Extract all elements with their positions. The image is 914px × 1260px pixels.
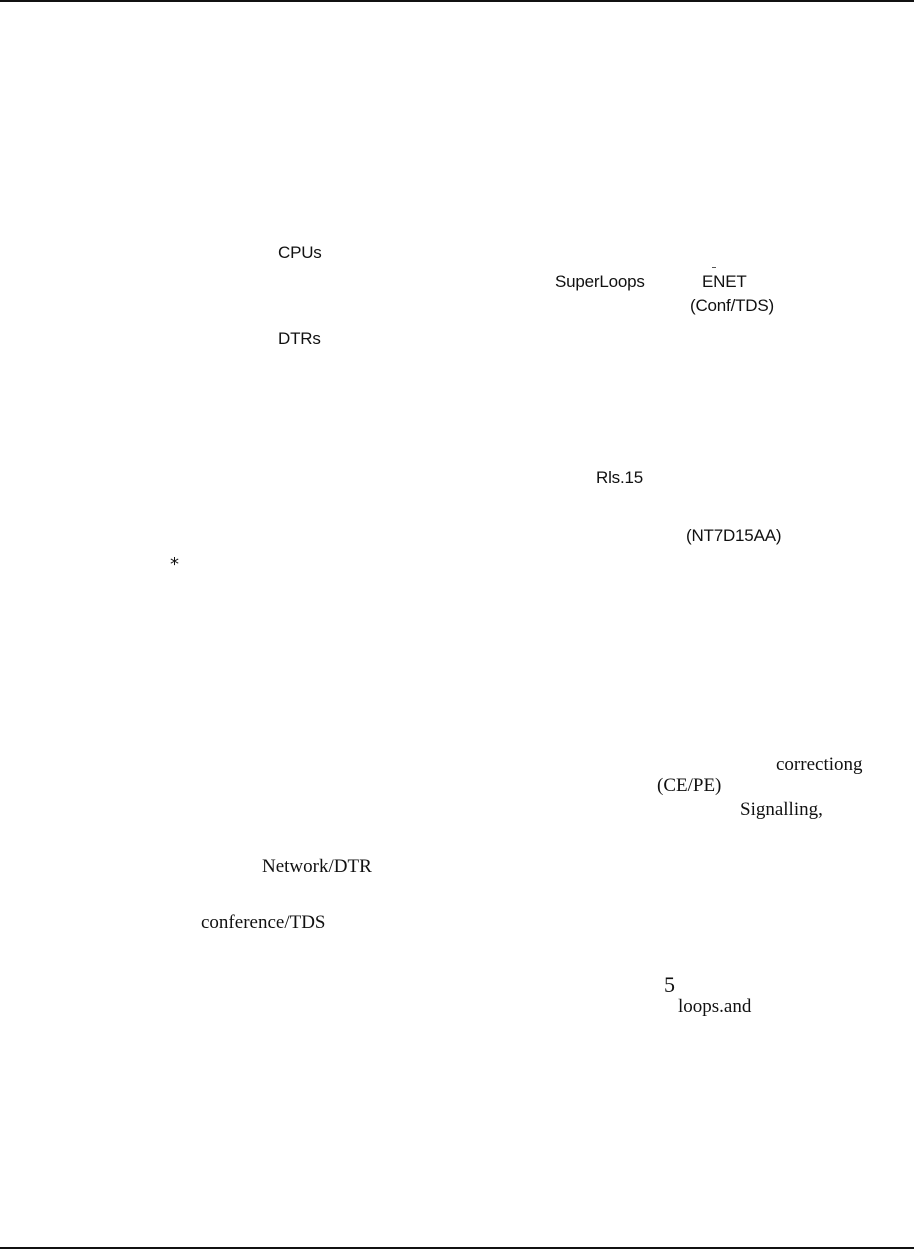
text-enet: ENET — [702, 272, 747, 291]
text-network-dtr: Network/DTR — [262, 856, 372, 877]
text-correctiong: correctiong — [776, 754, 863, 775]
text-five: 5 — [664, 972, 675, 997]
asterisk-mark: * — [170, 554, 179, 575]
text-ce-pe: (CE/PE) — [657, 775, 722, 796]
text-rls15: Rls.15 — [596, 468, 643, 487]
scan-mark — [712, 267, 716, 268]
text-dtrs: DTRs — [278, 329, 321, 348]
text-conf-tds: (Conf/TDS) — [690, 296, 774, 315]
text-superloops: SuperLoops — [555, 272, 645, 291]
text-loops-and: loops.and — [678, 996, 752, 1017]
text-nt7d15aa: (NT7D15AA) — [686, 526, 782, 545]
text-cpus: CPUs — [278, 243, 322, 262]
top-rule — [0, 0, 914, 2]
bottom-rule — [0, 1247, 914, 1249]
text-signalling: Signalling, — [740, 799, 823, 820]
text-conference-tds: conference/TDS — [201, 912, 326, 933]
